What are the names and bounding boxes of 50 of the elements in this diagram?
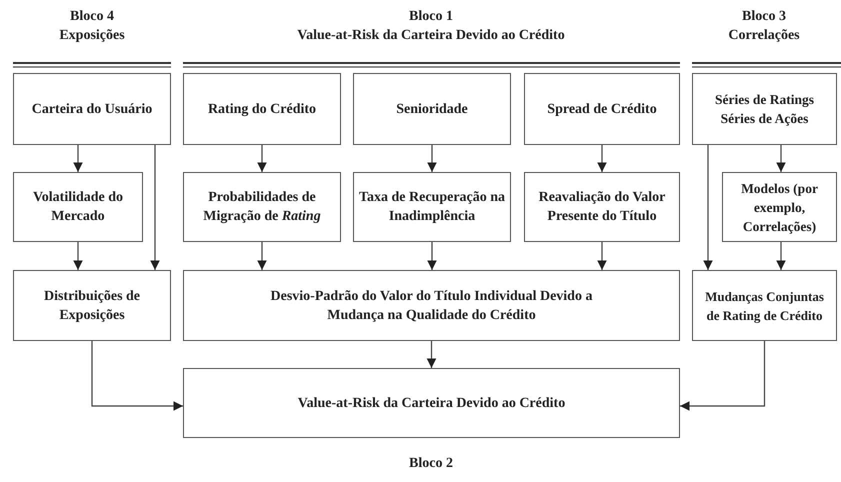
arrow [597, 145, 607, 172]
arrow [427, 145, 437, 172]
box-text: Rating do Crédito [208, 100, 316, 118]
arrow [703, 145, 713, 270]
arrow [776, 145, 786, 172]
box-text: Probabilidades de Migração de Rating [202, 189, 322, 226]
arrow [680, 341, 766, 411]
process-box [183, 172, 341, 242]
process-box [13, 73, 171, 145]
block-heading: Value-at-Risk da Carteira Devido ao Crédito [296, 27, 566, 45]
arrow [427, 242, 437, 270]
block-label: Bloco 4 [69, 8, 115, 26]
block-heading: Correlações [727, 27, 801, 45]
arrow [150, 145, 160, 270]
box-text: Desvio-Padrão do Valor do Título Individual Devido a Mudança na Qualidade do Crédito [270, 288, 594, 324]
box-text: Senioridade [396, 100, 468, 118]
box-text: Distribuições de Exposições [42, 288, 142, 324]
arrow [597, 242, 607, 270]
arrow [73, 145, 83, 172]
arrow [257, 242, 267, 270]
block-label: Bloco 1 [408, 8, 454, 26]
block-label: Bloco 3 [741, 8, 787, 26]
box-text: Spread de Crédito [547, 100, 657, 118]
process-box [353, 172, 511, 242]
box-text: Reavaliação do Valor Presente do Título [538, 189, 666, 226]
block-heading: Exposições [58, 27, 126, 45]
arrow [257, 145, 267, 172]
box-text: Carteira do Usuário [32, 100, 152, 118]
arrow [426, 341, 436, 368]
process-box [524, 172, 680, 242]
process-box [353, 73, 511, 145]
box-text: Value-at-Risk da Carteira Devido ao Crédito [298, 394, 566, 412]
process-box [183, 270, 680, 341]
box-text: Modelos (por exemplo, Correlações) [740, 180, 819, 236]
process-box [13, 270, 171, 341]
box-text: Taxa de Recuperação na Inadimplência [358, 189, 506, 226]
process-box [183, 368, 680, 438]
process-box [13, 172, 143, 242]
arrow [776, 242, 786, 270]
block-label: Bloco 2 [408, 455, 454, 473]
process-box [524, 73, 680, 145]
arrow [91, 341, 183, 411]
process-box [183, 73, 341, 145]
process-box [722, 172, 837, 242]
box-text: Volatilidade do Mercado [32, 189, 124, 226]
box-text: Mudanças Conjuntas de Rating de Crédito [704, 288, 825, 324]
process-box [692, 73, 837, 145]
process-box [692, 270, 837, 341]
box-text: Séries de Ratings Séries de Ações [714, 91, 815, 128]
arrow [73, 242, 83, 270]
